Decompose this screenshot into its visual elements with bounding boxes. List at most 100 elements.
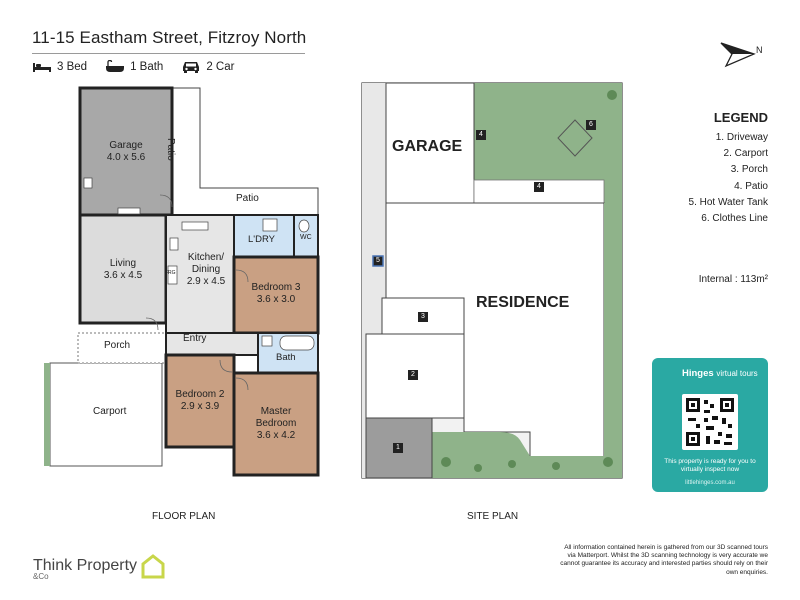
wc-label: WC [300,234,312,241]
vanity [261,335,273,347]
garage-name: Garage [109,140,143,151]
master-label: Master Bedroom 3.6 x 4.2 [234,406,318,442]
virtual-tour-brand-b: virtual tours [716,369,758,378]
bedroom2-size: 2.9 x 3.9 [180,401,220,412]
master-door-swing [235,377,249,391]
kitchen-name: Kitchen/ [187,252,225,263]
shrub-icon [508,460,516,468]
living-label: Living 3.6 x 4.5 [80,258,166,282]
property-address: 11-15 Eastham Street, Fitzroy North [32,28,307,47]
feature-baths-label: 1 Bath [130,61,164,73]
site-marker-4b-text: 4 [537,183,541,190]
kitchen-bench [181,221,209,231]
compass: N [718,40,768,75]
feature-baths: 1 Bath [105,60,163,74]
side-path [362,83,386,478]
garage-label: Garage 4.0 x 5.6 [80,140,172,164]
toilet-icon [298,219,310,233]
site-marker-6-text: 6 [589,121,593,128]
virtual-tour-note: This property is ready for you to virtua… [664,458,756,473]
side-lawn [604,203,622,478]
site-marker-5-text: 5 [376,257,380,264]
site-marker-4a-text: 4 [479,131,483,138]
kitchen-name-2: Dining [191,264,221,275]
feature-cars-label: 2 Car [206,61,235,73]
bed3-door-swing [235,269,249,283]
clothes-line-icon [557,119,593,157]
site-marker-2-text: 2 [411,371,415,378]
legend-item: 6. Clothes Line [701,213,768,225]
agency-logo: Think Property [33,553,166,579]
internal-area: Internal : 113m² [698,274,768,285]
site-garage-label: GARAGE [392,138,463,155]
laundry-label: L'DRY [248,234,275,245]
agency-sub: &Co [33,572,49,581]
front-garden [432,432,622,478]
kitchen-appliance [169,237,179,251]
shrub-icon [552,462,560,470]
virtual-tour-brand: Hinges virtual tours [682,368,758,379]
bedroom3-name: Bedroom 3 [251,282,301,293]
patio-top-label: Patio [236,193,259,204]
shrub-icon [474,464,482,472]
agency-name: Think Property [33,557,138,574]
garage-door [117,207,141,215]
bed-icon [32,61,52,73]
patio-side-label: Patio [165,138,176,161]
site-plan-caption: SITE PLAN [467,511,519,522]
virtual-tour-card[interactable]: Hinges virtual tours This property is re… [652,358,768,492]
bedroom2-name: Bedroom 2 [175,389,225,400]
master-size: 3.6 x 4.2 [256,430,296,441]
fridge-label: FRG [165,270,176,276]
bath-icon [105,60,125,74]
virtual-tour-brand-a: Hinges [682,368,714,379]
north-arrow-icon: N [720,42,763,68]
compass-north-label: N [756,45,763,55]
garage-tap [83,177,93,189]
kitchen-label: Kitchen/ Dining 2.9 x 4.5 [176,252,236,288]
laundry-tub [262,218,278,232]
feature-beds-label: 3 Bed [57,61,88,73]
living-name: Living [109,258,137,269]
entry-hall [165,332,259,356]
bed2-door-swing [219,359,233,373]
master-name: Master [260,406,292,417]
bedroom2-label: Bedroom 2 2.9 x 3.9 [166,389,234,413]
legend-item: 3. Porch [730,164,768,176]
rear-lawn [470,83,622,203]
feature-cars: 2 Car [181,60,234,74]
site-residence [385,202,605,479]
kitchen-size: 2.9 x 4.5 [186,276,226,287]
house-logo-icon [141,554,165,579]
bath-label: Bath [276,352,296,363]
front-door-swing [145,317,159,331]
carport-label: Carport [93,406,127,417]
legend-item: 4. Patio [734,180,768,192]
carport-hedge [44,363,50,466]
legend-heading: LEGEND [713,110,768,125]
living-size: 3.6 x 4.5 [103,270,143,281]
virtual-tour-url[interactable]: littlehinges.com.au [685,480,735,486]
feature-beds: 3 Bed [32,61,87,73]
garage-door-swing [159,194,173,208]
shrub-icon [441,457,451,467]
legend-item: 2. Carport [723,148,768,160]
site-residence-label: RESIDENCE [476,294,570,311]
porch-label: Porch [104,340,131,351]
site-marker-3-text: 3 [421,313,425,320]
shrub-icon [603,457,613,467]
car-icon [181,60,201,74]
feature-summary: 3 Bed 1 Bath 2 Car [32,60,246,74]
legend: LEGEND 1. Driveway 2. Carport 3. Porch 4… [620,110,768,227]
site-marker-1-text: 1 [396,444,400,451]
bathtub [279,335,315,351]
legend-item: 5. Hot Water Tank [688,196,768,208]
entry-label: Entry [183,333,207,344]
title-divider [32,53,305,54]
legend-item: 1. Driveway [715,132,768,143]
floor-plan-caption: FLOOR PLAN [152,511,216,522]
bedroom3-size: 3.6 x 3.0 [256,294,296,305]
qr-code-icon[interactable] [682,394,738,450]
